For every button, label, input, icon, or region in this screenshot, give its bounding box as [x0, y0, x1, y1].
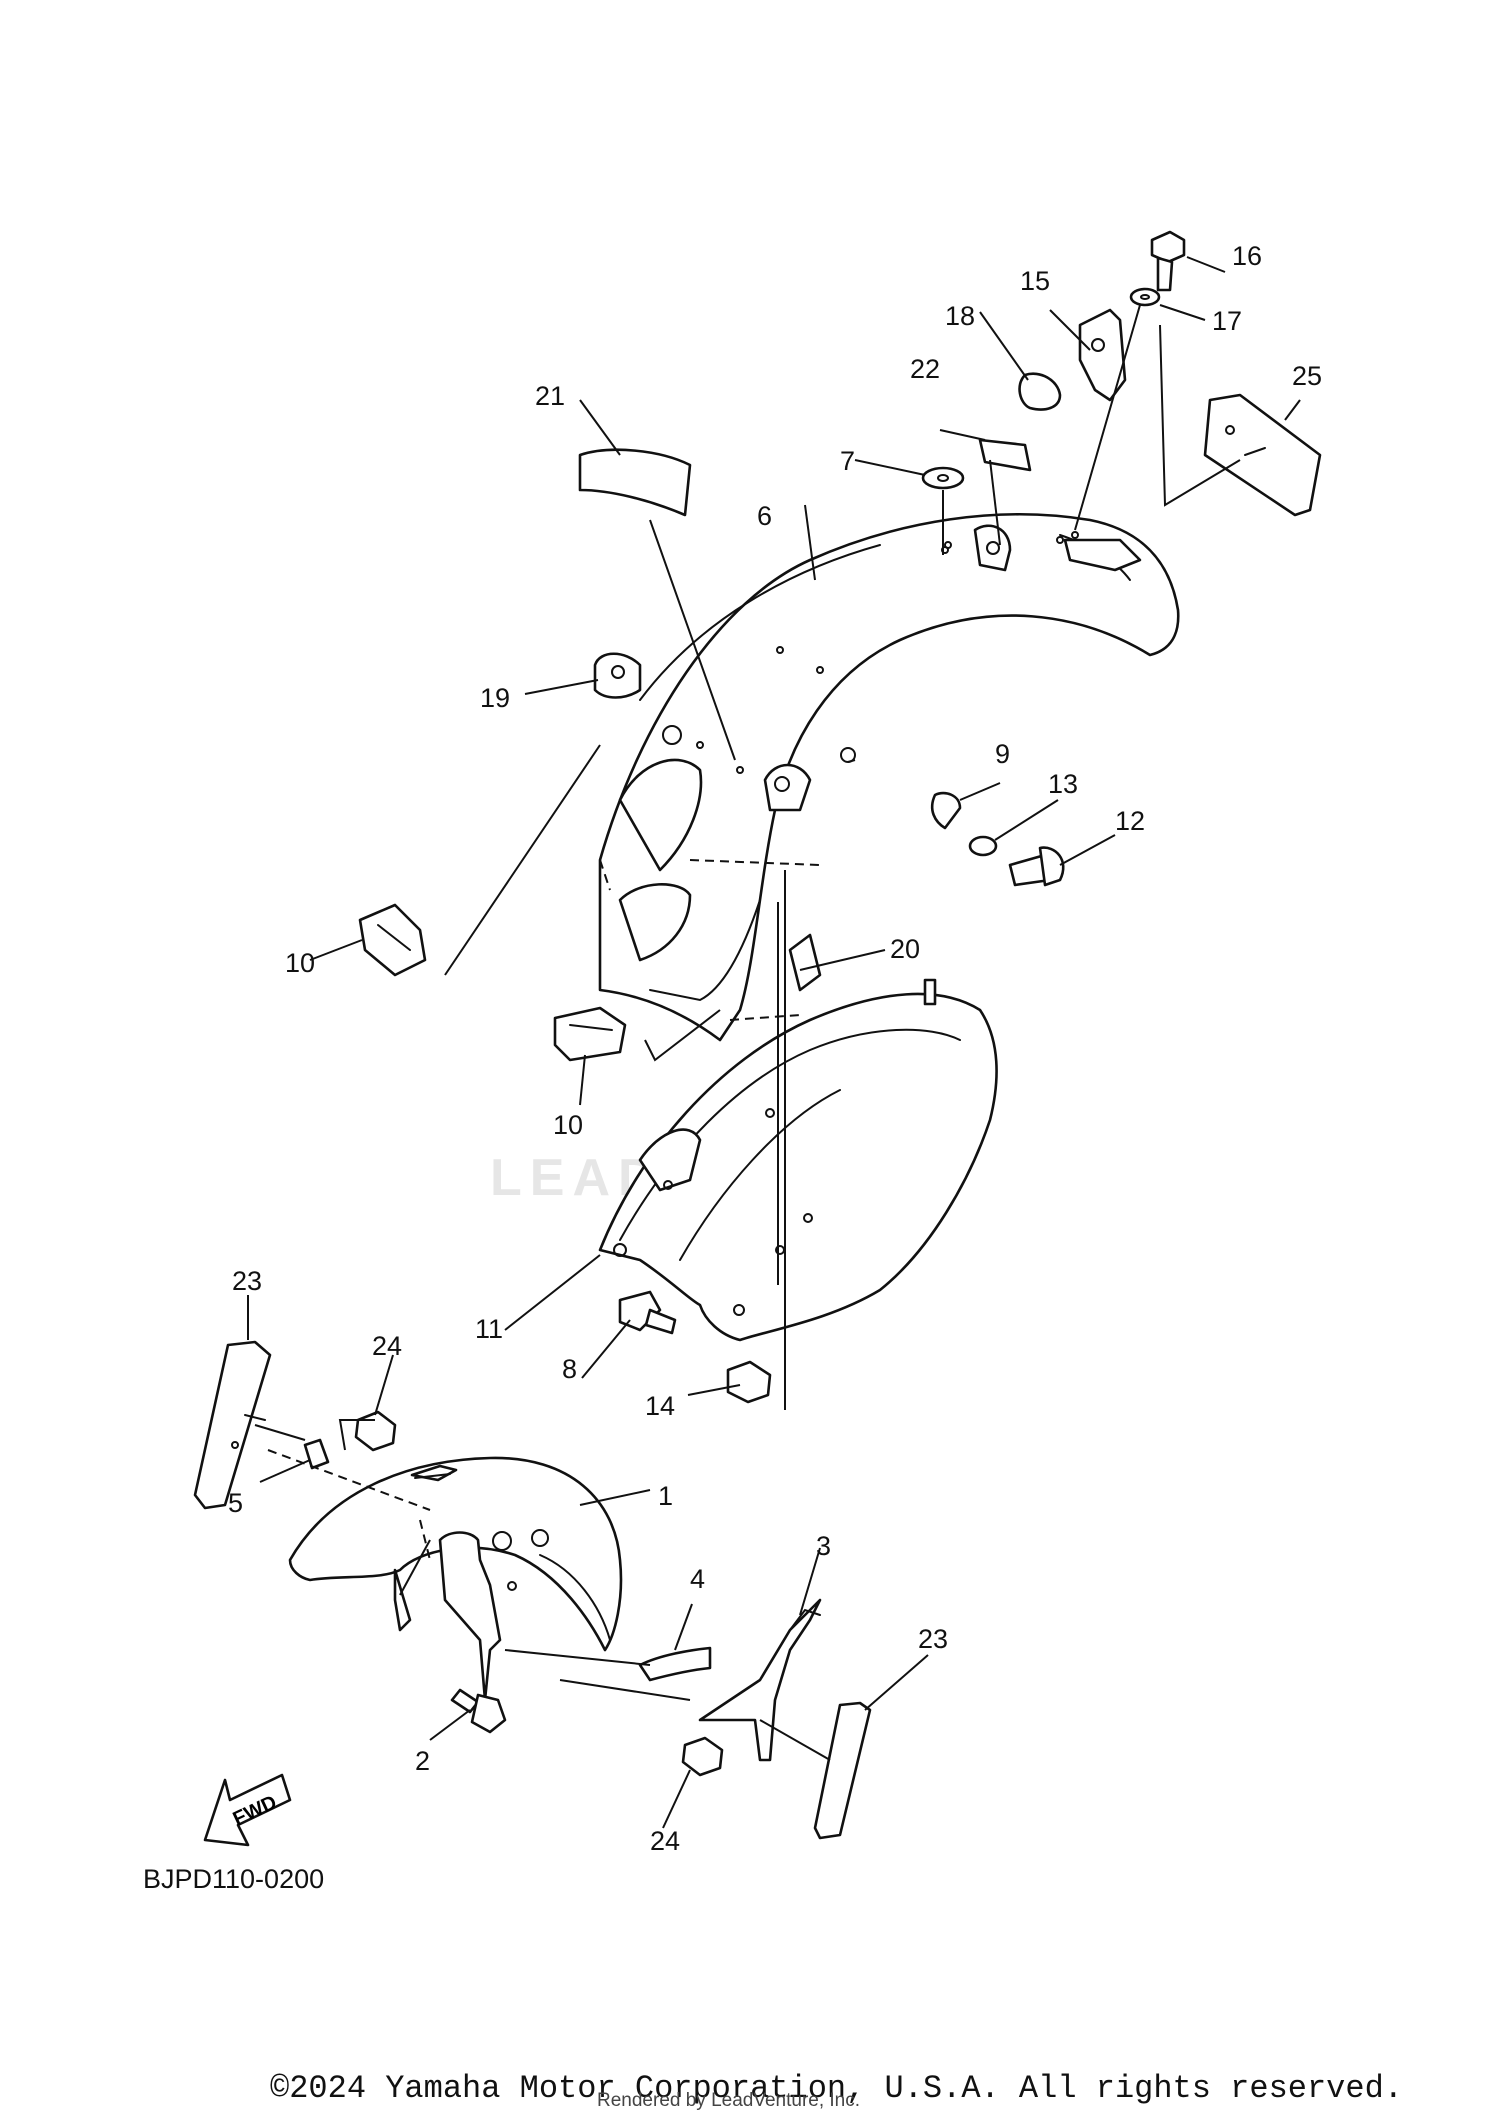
fwd-arrow-icon: FWD [203, 1773, 292, 1847]
label-sticker-21[interactable] [578, 448, 692, 517]
callout-25: 25 [1292, 361, 1322, 391]
rendered-by-note: Rendered by LeadVenture, Inc. [597, 2090, 861, 2111]
callout-16: 16 [1232, 241, 1262, 271]
callout-7: 7 [840, 446, 855, 476]
reflector-23a[interactable] [193, 1340, 272, 1510]
clip-10a[interactable] [358, 903, 427, 977]
label-22[interactable] [978, 438, 1032, 472]
nut-14[interactable] [726, 1360, 772, 1404]
washer-7[interactable] [921, 466, 965, 490]
rear-fender[interactable] [598, 513, 1180, 1042]
front-fender[interactable] [288, 1456, 623, 1702]
bolt-8[interactable] [618, 1290, 677, 1335]
clip-5[interactable] [303, 1438, 330, 1470]
callout-23a: 23 [232, 1266, 262, 1296]
bolt-12[interactable] [1008, 846, 1065, 887]
seal-9[interactable] [930, 791, 962, 830]
callout-1: 1 [658, 1481, 673, 1511]
callout-20: 20 [890, 934, 920, 964]
bracket-3[interactable] [698, 1598, 822, 1762]
washer-13[interactable] [968, 835, 998, 857]
washer-17[interactable] [1129, 287, 1161, 307]
callout-8: 8 [562, 1354, 577, 1384]
callout-10b: 10 [553, 1110, 583, 1140]
callout-12: 12 [1115, 806, 1145, 836]
callout-17: 17 [1212, 306, 1242, 336]
callout-24a: 24 [372, 1331, 402, 1361]
bracket-15[interactable] [1078, 308, 1127, 402]
callout-11: 11 [475, 1314, 503, 1344]
reflector-23b[interactable] [813, 1701, 872, 1840]
copyright-notice: ©2024 Yamaha Motor Corporation, U.S.A. A… [270, 2070, 1403, 2107]
nut-24b[interactable] [681, 1736, 724, 1777]
grommet-19[interactable] [593, 652, 642, 699]
bolt-2[interactable] [450, 1688, 507, 1734]
callout-19: 19 [480, 683, 510, 713]
nut-24a[interactable] [354, 1410, 397, 1452]
callout-24b: 24 [650, 1826, 680, 1856]
callout-4: 4 [690, 1564, 705, 1594]
bracket-4[interactable] [638, 1646, 712, 1682]
callout-15: 15 [1020, 266, 1050, 296]
callout-10a: 10 [285, 948, 315, 978]
callout-22: 22 [910, 354, 940, 384]
callout-21: 21 [535, 381, 565, 411]
reflector-25[interactable] [1203, 393, 1322, 517]
callout-14: 14 [645, 1391, 675, 1421]
clip-10b[interactable] [553, 1006, 627, 1062]
cap-nut-18[interactable] [1018, 372, 1062, 411]
callout-18: 18 [945, 301, 975, 331]
callout-13: 13 [1048, 769, 1078, 799]
bolt-16[interactable] [1150, 230, 1186, 292]
diagram-code: BJPD110-0200 [143, 1864, 324, 1894]
callout-9: 9 [995, 739, 1010, 769]
callout-23b: 23 [918, 1624, 948, 1654]
callout-2: 2 [415, 1746, 430, 1776]
callout-6: 6 [757, 501, 772, 531]
callout-3: 3 [816, 1531, 831, 1561]
callout-5: 5 [228, 1488, 243, 1518]
inner-fender[interactable] [598, 978, 998, 1342]
pad-20[interactable] [788, 933, 822, 992]
